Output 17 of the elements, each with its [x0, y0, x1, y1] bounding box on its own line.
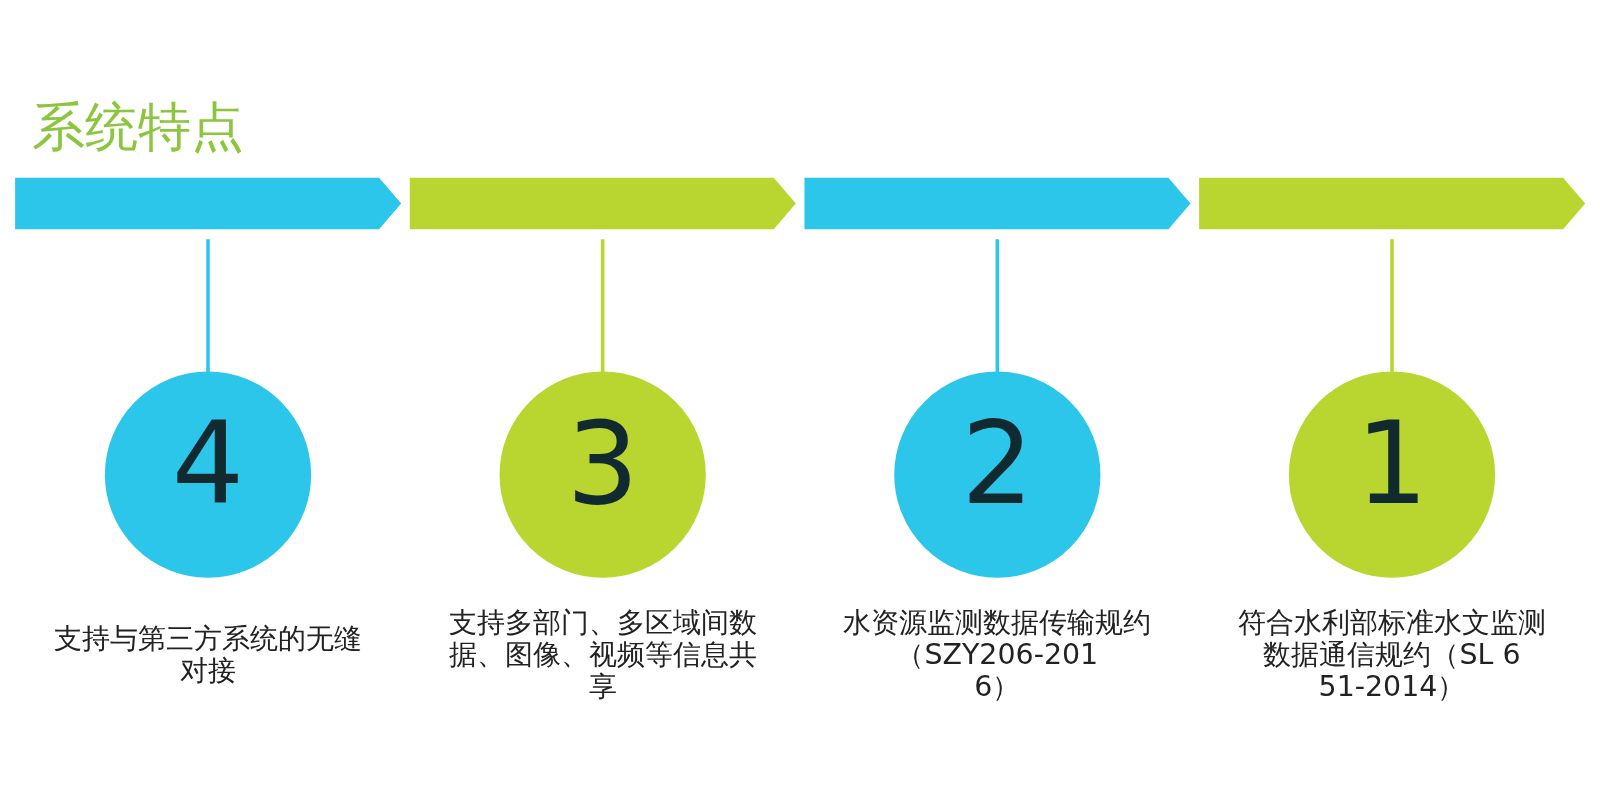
node-circle: 3	[499, 371, 706, 578]
node-circle: 4	[104, 371, 312, 578]
node-arrow	[409, 177, 796, 230]
node-arrow	[804, 177, 1191, 230]
node-circle: 1	[1288, 371, 1496, 578]
node-arrow	[1199, 177, 1586, 230]
node-arrow	[15, 177, 402, 230]
connector	[600, 239, 605, 372]
diagram-title: 系统特点	[31, 94, 244, 158]
node-label: 水资源监测数据传输规约（SZY206-2016）	[843, 605, 1152, 703]
connector	[995, 239, 1000, 372]
node-label: 支持与第三方系统的无缝对接	[54, 621, 362, 687]
connector	[1390, 239, 1394, 372]
node-circle: 2	[894, 371, 1101, 578]
node-label: 支持多部门、多区域间数据、图像、视频等信息共享	[448, 605, 757, 703]
node-label: 符合水利部标准水文监测数据通信规约（SL 651-2014）	[1238, 605, 1546, 703]
connector	[206, 239, 210, 372]
